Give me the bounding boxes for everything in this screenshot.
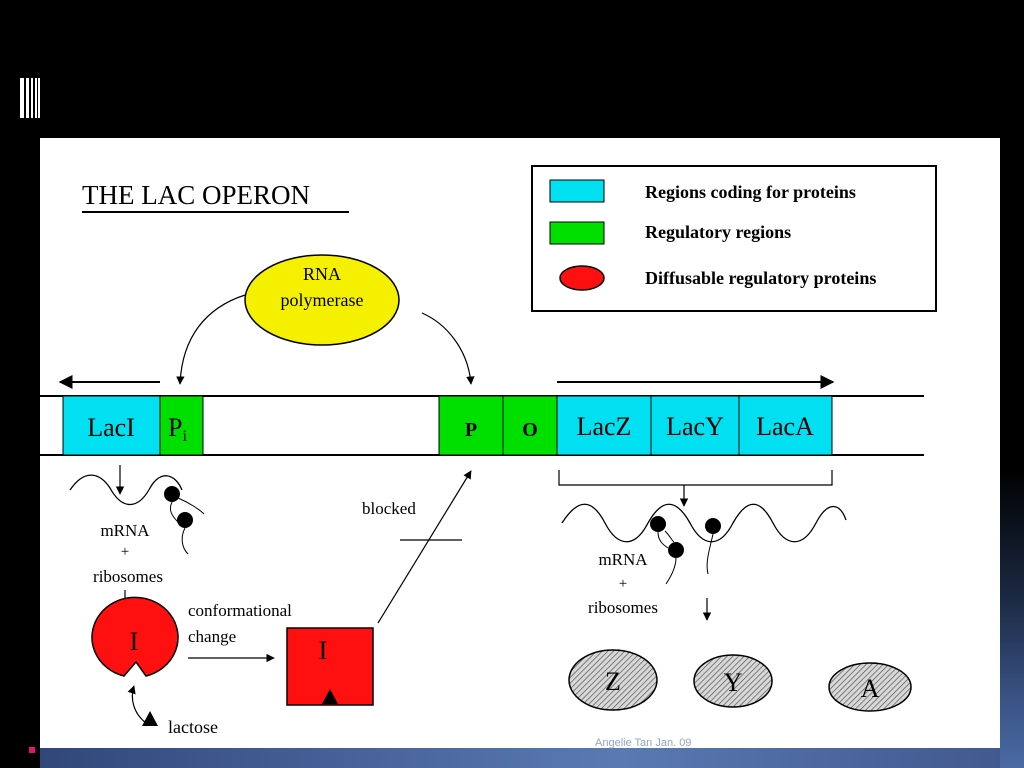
legend-regulatory-label: Regulatory regions <box>645 222 791 242</box>
left-plus-label: + <box>121 544 129 560</box>
legend-coding-swatch <box>549 179 605 203</box>
left-ribosomes-label: ribosomes <box>93 567 163 586</box>
region-o-label: O <box>522 419 538 441</box>
bottom-band <box>40 748 1000 768</box>
gene-lacy-label: LacY <box>666 412 724 441</box>
right-mrna-wave <box>561 503 847 543</box>
region-pi: Pi <box>159 395 204 456</box>
gene-lacz: LacZ <box>556 395 652 456</box>
lactose-arrow <box>127 685 147 724</box>
gene-laca: LacA <box>738 395 833 456</box>
blocked-arrow <box>377 470 472 624</box>
product-y <box>693 654 773 708</box>
gene-laca-label: LacA <box>756 412 814 441</box>
product-z-label: Z <box>605 667 621 696</box>
product-a-label: A <box>861 674 880 703</box>
product-y-label: Y <box>724 668 743 697</box>
rna-polymerase-label-1: RNA <box>303 264 341 284</box>
left-mrna-label: mRNA <box>100 521 150 540</box>
title-bar <box>0 0 1024 138</box>
region-pi-label: P <box>168 413 182 442</box>
region-p-label: P <box>465 419 477 441</box>
left-mrna-wave <box>69 474 183 505</box>
product-z <box>568 649 658 711</box>
gene-lacy: LacY <box>650 395 740 456</box>
polymerase-to-p-arrow <box>421 312 475 385</box>
right-mrna-label: mRNA <box>598 550 648 569</box>
legend-regulatory-swatch <box>549 221 605 245</box>
product-a <box>828 662 912 712</box>
gene-lacz-label: LacZ <box>577 412 632 441</box>
region-pi-subscript: i <box>182 428 187 445</box>
diagram-title: THE LAC OPERON <box>82 180 310 210</box>
repressor-bound-label: I <box>319 636 328 665</box>
footer-credit: Angelie Tan Jan. 09 <box>595 737 692 749</box>
rna-polymerase-label-2: polymerase <box>281 290 364 310</box>
slide-decoration <box>20 78 40 118</box>
legend-diffusable-label: Diffusable regulatory proteins <box>645 268 876 288</box>
rna-polymerase-ellipse <box>244 254 400 346</box>
conformational-label-2: change <box>188 627 236 646</box>
region-o: O <box>502 395 558 456</box>
left-ribosomes <box>164 486 205 555</box>
legend-protein-swatch <box>559 265 605 291</box>
right-ribosomes-label: ribosomes <box>588 598 658 617</box>
region-p: P <box>438 395 504 456</box>
polymerase-to-pi-arrow <box>176 294 246 385</box>
legend: Regions coding for proteins Regulatory r… <box>531 165 937 312</box>
bullet-icon <box>29 747 35 753</box>
svg-text:Pi: Pi <box>168 413 187 445</box>
lac-operon-diagram: THE LAC OPERON Regions coding for protei… <box>40 138 1000 748</box>
gene-laci: LacI <box>62 395 161 456</box>
repressor-label: I <box>130 627 139 656</box>
left-margin <box>0 0 40 768</box>
structural-bracket <box>558 470 833 486</box>
lactose-label: lactose <box>168 717 218 737</box>
right-plus-label: + <box>619 576 627 592</box>
legend-coding-label: Regions coding for proteins <box>645 182 856 202</box>
right-ribosomes <box>650 516 721 585</box>
blocked-label: blocked <box>362 499 416 518</box>
lactose-triangle-icon <box>142 711 158 726</box>
bound-lactose-triangle-icon <box>322 689 338 704</box>
repressor-protein <box>91 596 179 677</box>
gene-laci-label: LacI <box>87 413 135 442</box>
conformational-label-1: conformational <box>188 601 292 620</box>
